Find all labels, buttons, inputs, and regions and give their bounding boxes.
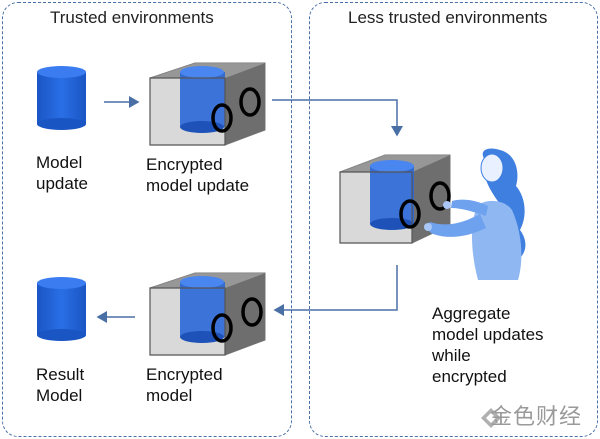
watermark-logo-icon xyxy=(481,408,501,428)
encrypted-cube-icon-top xyxy=(149,62,266,146)
aggregate-label: Aggregate model updates while encrypted xyxy=(432,304,544,386)
encrypted-model-update-label: Encrypted model update xyxy=(146,155,250,195)
person-illustration xyxy=(424,148,526,280)
model-update-label: Model update xyxy=(36,153,88,193)
encrypted-cube-icon-aggregate xyxy=(339,154,451,244)
trusted-panel-title: Trusted environments xyxy=(50,8,214,27)
result-model-label: Result Model xyxy=(36,365,85,405)
watermark-text: 金色财经 xyxy=(489,405,582,430)
database-icon-model-update xyxy=(37,66,86,130)
encrypted-model-label: Encrypted model xyxy=(146,365,223,405)
trusted-environments-panel xyxy=(2,2,292,437)
arrow-back-to-trusted xyxy=(273,265,398,316)
encrypted-cube-icon-bottom xyxy=(149,272,266,356)
less-trusted-environments-panel xyxy=(309,2,598,437)
less-trusted-panel-title: Less trusted environments xyxy=(348,8,548,27)
arrow-to-less-trusted xyxy=(272,99,403,137)
database-icon-result-model xyxy=(37,277,86,341)
